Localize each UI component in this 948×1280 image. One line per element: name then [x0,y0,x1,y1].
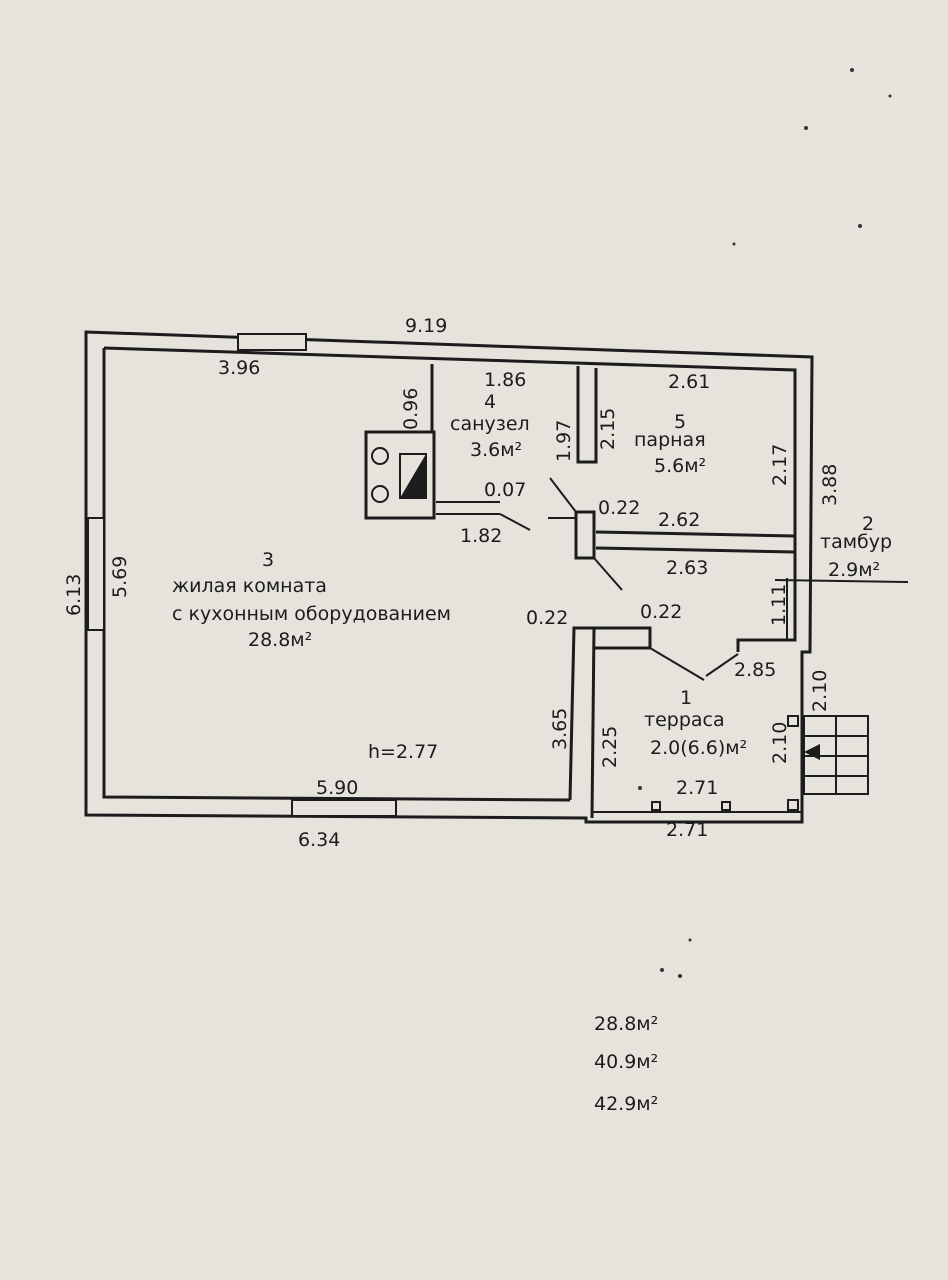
door-swing-2 [549,477,577,513]
room-bath-area: 3.6м² [470,439,522,461]
dim-wall-022-a: 0.22 [598,497,640,519]
window-left [87,517,105,631]
dim-left-outer: 6.13 [63,574,85,616]
dim-len-271-a: 2.71 [676,777,718,799]
room-living-number: 3 [262,549,274,571]
wall-bath-partition [576,366,598,464]
dim-len-263: 2.63 [666,557,708,579]
wall-living-terrace-top [594,626,652,650]
outer-wall-inner [103,346,797,652]
outer-walls [84,330,814,824]
dim-steam-right: 2.17 [769,444,791,486]
stairs [803,715,869,795]
stove-burner-top [371,447,389,465]
room-vestibule-number: 2 [862,513,874,535]
dim-right-outer: 3.88 [819,464,841,506]
terrace-post-2 [721,801,731,811]
room-living-area: 28.8м² [248,629,312,651]
paper-specks [638,68,892,978]
stove [364,430,436,520]
dim-steam-top: 2.61 [668,371,710,393]
door-swing-5 [705,653,739,677]
stove-burner-bottom [371,485,389,503]
dim-len-285: 2.85 [734,659,776,681]
dim-bottom-inner: 5.90 [316,777,358,799]
room-vestibule-name: тамбур [820,531,892,553]
dim-len-262: 2.62 [658,509,700,531]
room-living-name-line1: жилая комната [172,575,327,597]
terrace-post-1 [651,801,661,811]
room-steam-name: парная [634,429,706,451]
stairs-arrow [804,744,820,760]
dim-len-365: 3.65 [549,708,571,750]
dim-len-271-b: 2.71 [666,819,708,841]
vestibule-line [774,579,909,583]
dim-wall-022-b: 0.22 [526,607,568,629]
dim-len-210-b: 2.10 [769,722,791,764]
dim-top-total: 9.19 [405,315,447,337]
room-bath-number: 4 [484,391,496,413]
dim-bath-left: 0.96 [400,388,422,430]
outer-wall-outer [84,330,814,824]
window-bottom [291,799,397,817]
room-vestibule-area: 2.9м² [828,559,880,581]
dim-bath-right: 1.97 [553,420,575,462]
dim-bath-top: 1.86 [484,369,526,391]
stove-body [364,430,436,520]
wall-corridor-post [574,510,596,560]
dim-len-182: 1.82 [460,525,502,547]
dim-len-210-a: 2.10 [809,670,831,712]
ceiling-height: h=2.77 [368,741,438,763]
dim-steam-left: 2.15 [597,408,619,450]
room-steam-number: 5 [674,411,686,433]
interior-walls [430,364,909,819]
wall-corridor-top [595,530,796,538]
dim-top-window: 3.96 [218,357,260,379]
window-top [237,333,307,351]
room-terrace-name: терраса [644,709,725,731]
room-living-name-line2: с кухонным оборудованием [172,603,451,625]
dim-left-inner: 5.69 [109,556,131,598]
outer-wall-inner-left [102,348,571,802]
terrace-post-4 [787,799,799,811]
door-swing-1 [499,513,531,531]
stove-oven-fill [400,454,426,498]
door-swing-4 [649,647,705,681]
door-swings [499,477,739,681]
summary-area-2: 40.9м² [594,1051,658,1073]
room-terrace-area: 2.0(6.6)м² [650,737,747,759]
summary-area-1: 28.8м² [594,1013,658,1035]
summary-area-3: 42.9м² [594,1093,658,1115]
wall-living-terrace [568,626,596,819]
dim-wall-022-c: 0.22 [640,601,682,623]
wall-bath-bottom [436,501,500,515]
room-bath-name: санузел [450,413,530,435]
terrace-post-3 [787,715,799,727]
door-swing-3 [593,557,623,591]
wall-corridor-bottom [595,546,796,554]
dim-wall-007: 0.07 [484,479,526,501]
dim-vest-111: 1.11 [768,584,790,626]
room-terrace-number: 1 [680,687,692,709]
room-steam-area: 5.6м² [654,455,706,477]
dim-bottom-outer: 6.34 [298,829,340,851]
dim-len-225: 2.25 [599,726,621,768]
